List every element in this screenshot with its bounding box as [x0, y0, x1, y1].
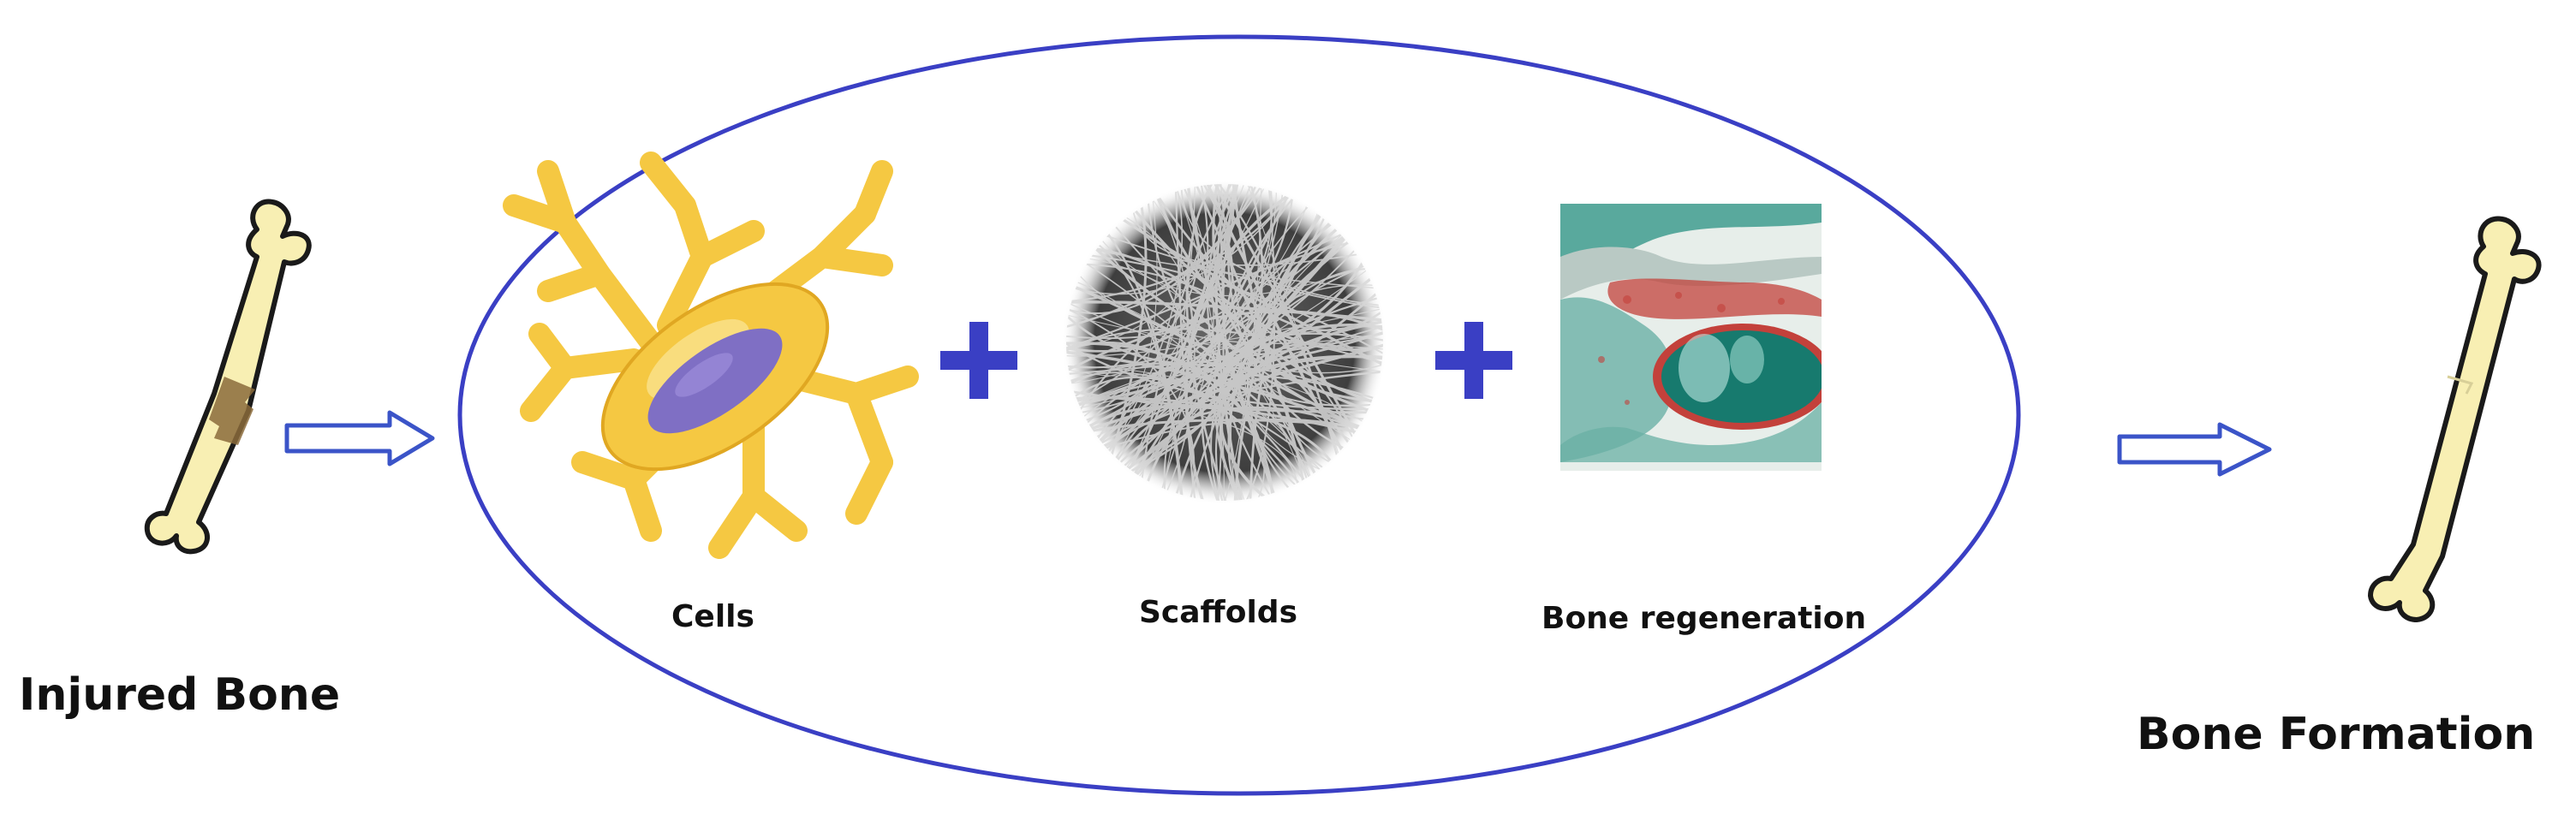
scaffold-fiber — [1127, 184, 1264, 474]
scaffold-fiber — [1087, 342, 1383, 431]
scaffold-fiber — [1077, 247, 1358, 414]
scaffold-fiber — [1131, 208, 1362, 266]
scaffold-fiber — [1095, 241, 1183, 500]
plus-sign-1 — [940, 322, 1017, 399]
scaffold-fiber — [1073, 280, 1323, 473]
scaffold-fiber — [1216, 184, 1225, 501]
bone-regeneration-label: Bone regeneration — [1541, 601, 1867, 636]
scaffold-fiber — [1080, 324, 1383, 419]
scaffold-fiber — [1185, 184, 1228, 501]
process-ellipse — [457, 34, 2021, 796]
scaffold-fiber — [1219, 319, 1383, 501]
scaffold-fiber — [1249, 219, 1333, 501]
scaffold-fiber — [1066, 301, 1383, 374]
scaffold-fiber — [1075, 374, 1378, 408]
scaffold-fiber — [1223, 184, 1262, 501]
scaffold-fiber — [1066, 193, 1292, 303]
plus-sign-2 — [1435, 322, 1512, 399]
scaffold-fiber — [1122, 215, 1194, 480]
scaffold-icon — [1062, 180, 1387, 505]
arrow-to-process — [284, 410, 435, 467]
scaffolds-label: Scaffolds — [1139, 595, 1297, 630]
injured-bone-label: Injured Bone — [19, 669, 341, 721]
fractured-bone-icon — [144, 199, 312, 555]
bone-tissue-icon — [1560, 204, 1822, 471]
scaffold-fiber — [1082, 184, 1209, 423]
scaffold-fiber — [1212, 184, 1358, 438]
scaffold-fiber — [1066, 342, 1308, 484]
scaffold-fiber — [1174, 187, 1196, 501]
scaffold-fiber — [1210, 264, 1368, 501]
scaffold-fiber — [1082, 260, 1265, 501]
scaffold-fiber — [1120, 214, 1327, 469]
scaffold-fiber — [1102, 234, 1383, 309]
scaffold-fiber — [1066, 310, 1383, 373]
cells-label: Cells — [671, 599, 754, 634]
scaffold-fiber — [1124, 275, 1374, 472]
scaffold-fiber — [1085, 194, 1294, 429]
bone-formation-label: Bone Formation — [2137, 709, 2536, 760]
arrow-to-formation — [2117, 422, 2272, 477]
scaffold-fiber — [1067, 202, 1309, 385]
scaffold-fiber — [1098, 196, 1158, 446]
scaffold-fiber — [1076, 187, 1278, 409]
scaffold-fiber — [1244, 232, 1345, 472]
scaffold-fiber — [1105, 230, 1184, 500]
cell-icon — [503, 152, 919, 559]
scaffold-fiber — [1204, 184, 1345, 455]
healed-bone-icon — [2368, 216, 2542, 622]
scaffold-fiber — [1133, 233, 1347, 478]
scaffold-fiber — [1180, 185, 1383, 307]
scaffold-fiber — [1106, 187, 1184, 456]
scaffold-fiber — [1066, 313, 1383, 372]
scaffold-fiber — [1194, 184, 1305, 485]
scaffold-fiber — [1123, 190, 1284, 471]
scaffold-fiber — [1074, 259, 1366, 407]
scaffold-fiber — [1184, 192, 1291, 501]
scaffold-fiber — [1246, 211, 1324, 492]
scaffold-fiber — [1066, 362, 1312, 481]
scaffold-fiber — [1071, 396, 1334, 465]
scaffold-fiber — [1066, 365, 1313, 480]
scaffold-fiber — [1109, 202, 1148, 460]
scaffold-fiber — [1115, 324, 1383, 465]
